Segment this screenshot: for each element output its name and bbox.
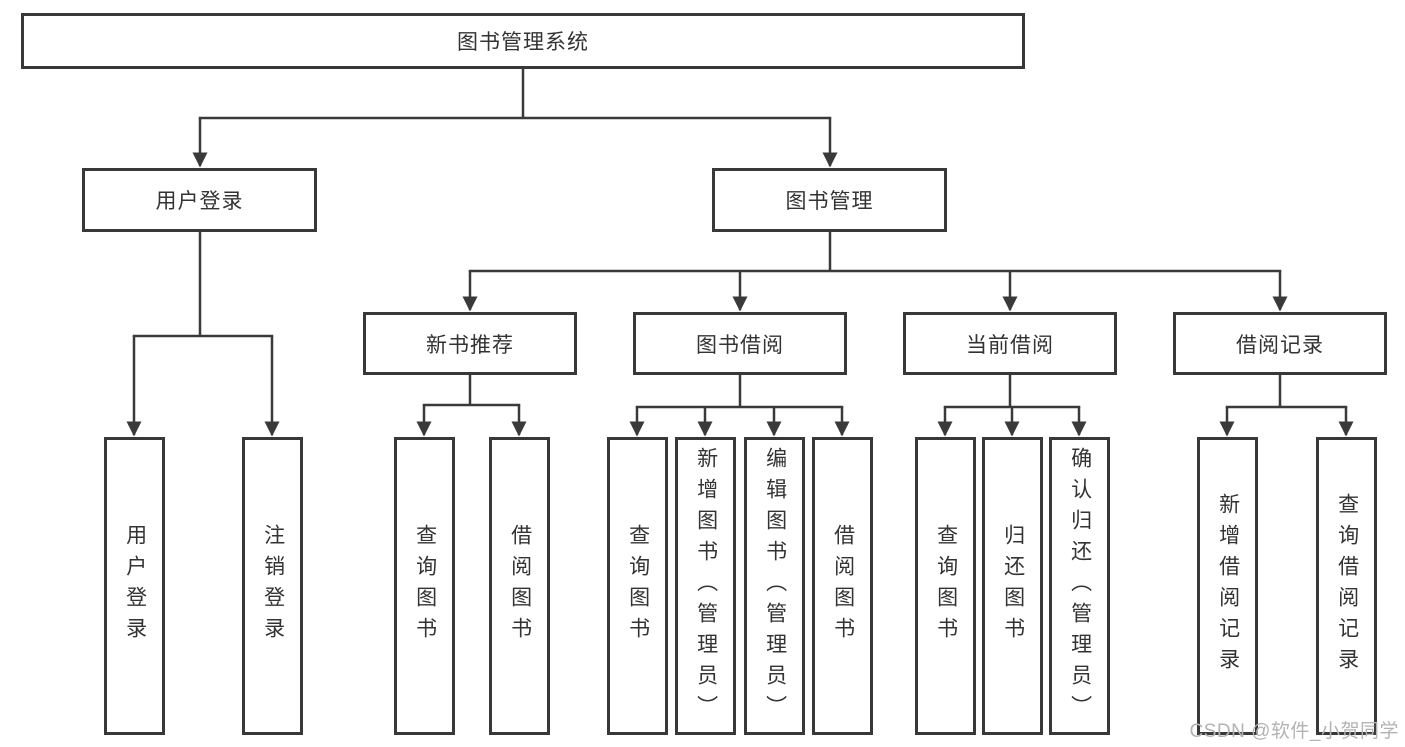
leaf-br-add-borrow-record-label: 新增借阅记录 [1216,493,1240,679]
leaf-br-add-borrow-record: 新增借阅记录 [1197,437,1258,735]
node-user-login: 用户登录 [82,168,317,232]
leaf-user-login: 用户登录 [104,437,165,735]
connector-new-book-recommend [416,373,527,437]
node-book-borrow-label: 图书借阅 [696,333,784,357]
connector-user-login [126,231,280,437]
watermark-text: CSDN @软件_小贺同学 [1189,721,1399,742]
leaf-bb-borrow-book: 借阅图书 [812,437,873,735]
leaf-cb-return-book: 归还图书 [982,437,1043,735]
leaf-cb-confirm-return-admin-label: 确认归还（管理员） [1068,446,1092,726]
leaf-bb-add-book-admin: 新增图书（管理员） [675,437,736,735]
connector-borrow-records [1219,373,1354,437]
leaf-user-login-label: 用户登录 [123,524,147,648]
leaf-bb-add-book-admin-label: 新增图书（管理员） [694,446,718,726]
node-new-book-recommend-label: 新书推荐 [426,333,514,357]
connector-book-borrow [629,373,850,437]
leaf-bb-query-book-label: 查询图书 [626,524,650,648]
node-book-borrow: 图书借阅 [633,312,847,375]
leaf-cb-query-book-label: 查询图书 [934,524,958,648]
leaf-cb-return-book-label: 归还图书 [1001,524,1025,648]
node-book-management-label: 图书管理 [785,190,874,213]
leaf-br-query-borrow-record-label: 查询借阅记录 [1335,493,1359,679]
connector-book-management [462,231,1288,312]
node-current-borrow-label: 当前借阅 [966,333,1054,357]
leaf-br-query-borrow-record: 查询借阅记录 [1316,437,1377,735]
connector-current-borrow [937,373,1087,437]
node-current-borrow: 当前借阅 [903,312,1117,375]
leaf-logout-login-label: 注销登录 [261,524,285,648]
leaf-bb-borrow-book-label: 借阅图书 [831,524,855,648]
node-root-label: 图书管理系统 [457,31,589,54]
node-borrow-records-label: 借阅记录 [1236,333,1324,357]
leaf-nbr-borrow-book: 借阅图书 [489,437,550,735]
leaf-bb-query-book: 查询图书 [607,437,668,735]
leaf-bb-edit-book-admin-label: 编辑图书（管理员） [763,446,787,726]
node-book-management: 图书管理 [712,168,947,232]
leaf-nbr-query-book: 查询图书 [394,437,455,735]
leaf-bb-edit-book-admin: 编辑图书（管理员） [744,437,805,735]
leaf-cb-confirm-return-admin: 确认归还（管理员） [1049,437,1110,735]
node-user-login-label: 用户登录 [155,190,244,213]
node-root: 图书管理系统 [21,13,1025,69]
leaf-nbr-borrow-book-label: 借阅图书 [508,524,532,648]
leaf-cb-query-book: 查询图书 [915,437,976,735]
node-borrow-records: 借阅记录 [1173,312,1387,375]
node-new-book-recommend: 新书推荐 [363,312,577,375]
leaf-nbr-query-book-label: 查询图书 [413,524,437,648]
connector-root [192,66,838,168]
leaf-logout-login: 注销登录 [242,437,303,735]
